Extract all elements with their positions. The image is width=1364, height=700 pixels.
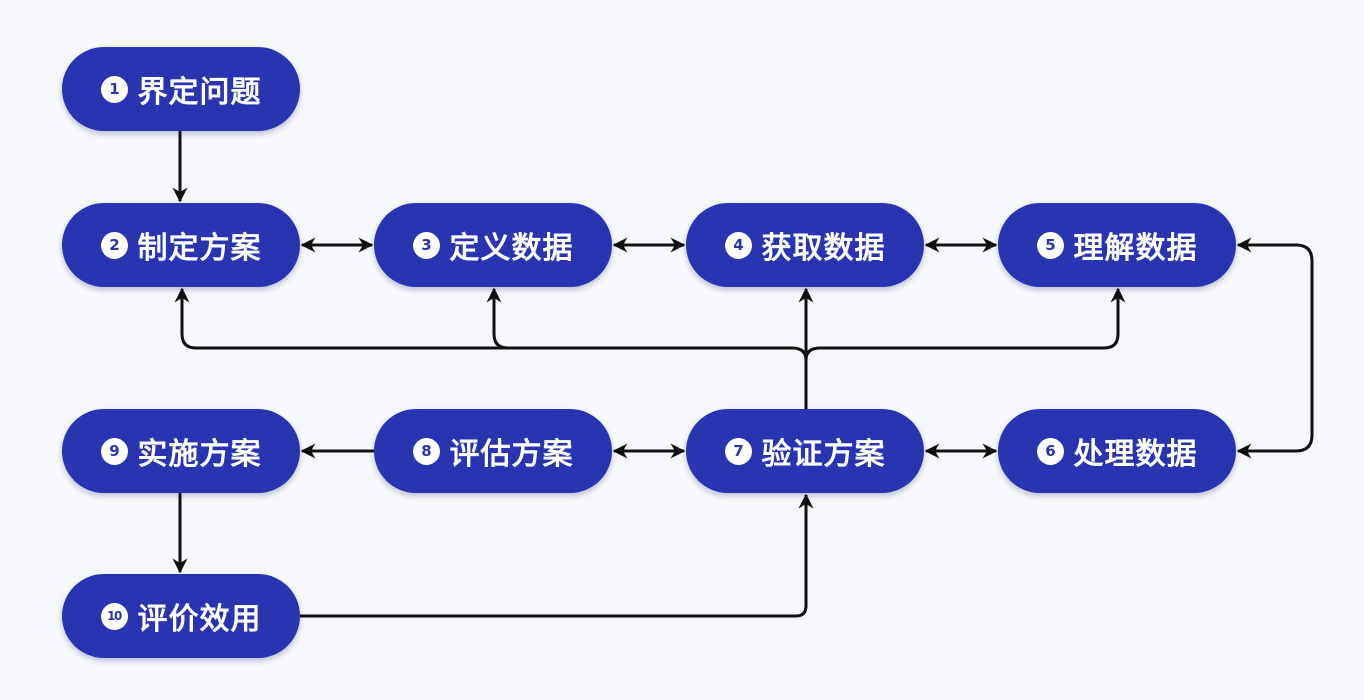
step-number-badge: 8 (412, 437, 440, 465)
step-label: 界定问题 (137, 75, 262, 110)
step-number-badge: 1 (100, 75, 128, 103)
step-number-badge: 9 (100, 437, 128, 465)
step-number-badge: 5 (1036, 231, 1064, 259)
step-node-6: 6 处理数据 (998, 409, 1236, 493)
connector-7-5 (804, 287, 1126, 361)
step-node-3: 3 定义数据 (374, 203, 612, 287)
connector-7-2 (174, 287, 808, 361)
connector-5-6 (1236, 237, 1314, 459)
step-number-badge: 10 (100, 602, 128, 630)
step-number-badge: 2 (100, 231, 128, 259)
step-number-badge: 4 (724, 231, 752, 259)
step-node-9: 9 实施方案 (62, 409, 300, 493)
step-node-8: 8 评估方案 (374, 409, 612, 493)
connector-7-3 (486, 287, 509, 350)
step-label: 验证方案 (761, 437, 886, 472)
step-label: 实施方案 (137, 437, 262, 472)
step-node-4: 4 获取数据 (686, 203, 924, 287)
step-label: 定义数据 (449, 231, 574, 266)
connector-10-7 (300, 493, 814, 618)
step-node-5: 5 理解数据 (998, 203, 1236, 287)
step-label: 评价效用 (137, 602, 262, 637)
step-number-badge: 7 (724, 437, 752, 465)
step-number-badge: 6 (1036, 437, 1064, 465)
step-node-7: 7 验证方案 (686, 409, 924, 493)
step-label: 评估方案 (449, 437, 574, 472)
step-label: 制定方案 (137, 231, 262, 266)
step-number-badge: 3 (412, 231, 440, 259)
step-label: 获取数据 (761, 231, 886, 266)
step-node-2: 2 制定方案 (62, 203, 300, 287)
step-label: 理解数据 (1073, 231, 1198, 266)
step-node-1: 1 界定问题 (62, 47, 300, 131)
step-label: 处理数据 (1073, 437, 1198, 472)
step-node-10: 10 评价效用 (62, 574, 300, 658)
